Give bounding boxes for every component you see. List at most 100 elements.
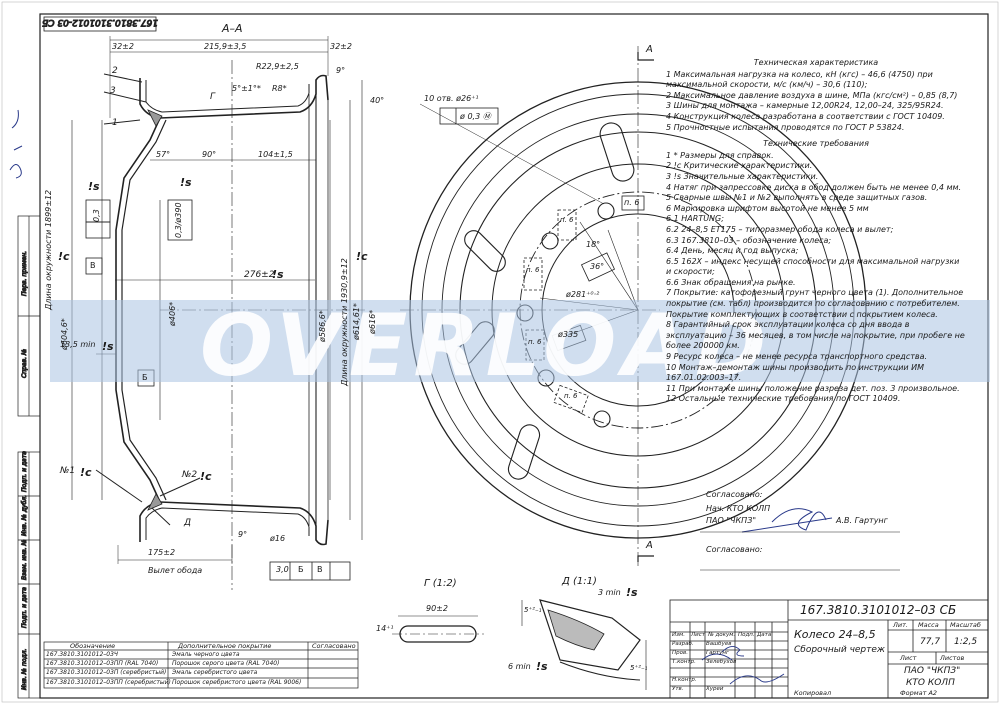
tech-char-5: 5 Прочностные испытания проводятся по ГО… <box>666 122 905 132</box>
frame-v: В <box>317 565 323 574</box>
tb-role-izm: Изм. <box>672 632 685 638</box>
tb-company-2: КТО КОЛП <box>906 678 955 688</box>
coat-h1: Обозначение <box>70 642 116 650</box>
dim-406: ø406* <box>168 301 177 326</box>
dim-40deg: 40° <box>370 96 385 105</box>
coat-h3: Согласовано <box>312 642 356 650</box>
tech-req-1: 1 * Размеры для справок. <box>666 150 774 160</box>
tech-char-4: 4 Конструкция колеса разработана в соотв… <box>666 111 945 121</box>
dim-9deg-top: 9° <box>336 66 346 75</box>
tech-req-6-3: 6.3 167.3810–03 – обозначение колеса; <box>666 235 832 245</box>
tech-char-3: 3 Шины для монтажа – камерные 12,00R24, … <box>666 101 944 111</box>
coat-r2-code: 167.3810.3101012–03ПП (RAL 7040) <box>46 660 159 667</box>
signature-utv <box>729 673 785 685</box>
dim-holes: 10 отв. ø26⁺¹ <box>424 94 479 103</box>
pos-1: 1 <box>112 118 118 128</box>
dim-5-a: 5⁺²₋₁ <box>524 606 542 614</box>
tech-req-8: 8 Гарантийный срок эксплуатации колеса с… <box>666 320 965 351</box>
signatures-block <box>701 646 745 661</box>
tech-req-10: 10 Монтаж–демонтаж шины производить по и… <box>666 362 925 383</box>
tb-sheets-h: Листов <box>940 654 965 662</box>
dim-3min: 3 min <box>598 588 621 597</box>
note-p6-b: п. 6 <box>560 216 574 224</box>
signature-approval <box>741 508 833 533</box>
mark-s-upper: !s <box>180 176 192 189</box>
tb-staff-prov: Пров. <box>672 650 688 656</box>
mark-s-276: !s <box>272 268 284 281</box>
watermark-text: OVERLOAD <box>200 296 773 396</box>
tech-req-5: 5 Сварные швы №1 и №2 выполнять в среде … <box>666 193 928 203</box>
dim-175: 175±2 <box>148 548 176 557</box>
dim-14: 14⁺¹ <box>376 624 394 633</box>
approval-label-1: Согласовано: <box>706 490 763 499</box>
side-stamp-column <box>17 215 41 699</box>
handwritten-mark <box>9 109 23 179</box>
coat-r3-code: 167.3810.3101012–03П (серебристый) <box>46 669 167 676</box>
title-block-grid <box>669 599 989 699</box>
tech-char-title: Техническая характеристика <box>753 58 879 67</box>
tech-req-6-5: 6.5 162Х – индекс несущей способности дл… <box>666 256 960 277</box>
tech-char-1: 1 Максимальная нагрузка на колесо, кН (к… <box>666 69 933 90</box>
tech-req-6: 6 Маркировка шрифтом высотой не менее 5 … <box>666 203 869 213</box>
watermark-band: OVERLOAD <box>50 296 990 396</box>
tb-surname-prov: Гартунг <box>706 650 729 656</box>
mark-s-6min: !s <box>536 660 548 673</box>
tb-mass-h: Масса <box>918 621 939 629</box>
note-p6-c: п. 6 <box>526 266 540 274</box>
dim-9deg-bottom: 9° <box>238 530 248 539</box>
mark-c-weld1: !c <box>80 466 92 479</box>
stamp-podp2: Подп. и дата <box>21 587 28 628</box>
cut-label-top: А <box>646 44 653 55</box>
dim-5-b: 5⁺²₋₁ <box>630 664 648 672</box>
stamp-podp1: Подп. и дата <box>21 451 28 492</box>
dim-36deg: 36° <box>590 262 605 271</box>
coat-h2: Дополнительное покрытие <box>178 642 272 650</box>
weld-1: №1 <box>60 466 76 476</box>
tb-mass: 77,7 <box>920 637 941 647</box>
dim-90deg: 90° <box>202 150 217 159</box>
tech-req-3: 3 !s Значительные характеристики. <box>666 171 819 181</box>
tech-req-6-6: 6.6 Знак обращения на рынке. <box>666 277 796 287</box>
stamp-perv: Перв. примен. <box>21 251 28 296</box>
approval-label-2: Согласовано: <box>706 545 763 554</box>
tb-role-podp: Подп. <box>738 632 755 638</box>
dim-32-left: 32±2 <box>112 42 134 51</box>
dim-circ-1899: Длина окружности 1899±12 <box>44 189 53 310</box>
tb-scale-h: Масштаб <box>950 621 981 629</box>
dim-90-2: 90±2 <box>426 604 448 613</box>
dim-vylet: Вылет обода <box>148 566 203 575</box>
tech-req-11: 11 При монтаже шины положение разреза де… <box>666 383 960 393</box>
coating-table-grid <box>43 641 359 689</box>
dim-215: 215,9±3,5 <box>204 42 247 51</box>
view-g-title: Г (1:2) <box>424 578 457 589</box>
frame-3-0: 3,0 <box>276 565 289 574</box>
dim-18deg: 18° <box>586 240 601 249</box>
datum-v: В <box>90 261 96 270</box>
approval-org-1: Нач. КТО КОЛП <box>706 504 771 513</box>
tb-surname-tkontr: Зелебухов <box>706 659 737 665</box>
dim-32-right: 32±2 <box>330 42 352 51</box>
dim-16: ø16 <box>270 534 286 543</box>
tb-code: 167.3810.3101012–03 СБ <box>800 603 957 617</box>
mark-s-3min: !s <box>626 586 638 599</box>
pos-3: 3 <box>110 86 116 96</box>
note-p6-a: п. 6 <box>624 198 640 207</box>
approval-org-2: ПАО "ЧКПЗ" <box>706 516 756 525</box>
tb-name-1: Колесо 24–8,5 <box>794 628 876 641</box>
tb-surname-utv: Хурей <box>706 686 724 692</box>
dim-276: 276±2 <box>244 270 275 280</box>
view-d-title: Д (1:1) <box>562 576 597 587</box>
tech-req-6-2: 6.2 24–8,5 ET175 – типоразмер обода коле… <box>666 224 894 234</box>
dim-57deg: 57° <box>156 150 171 159</box>
tech-req-7: 7 Покрытие: катофорезный грунт черного ц… <box>666 288 964 319</box>
dim-604: ø604,6* <box>60 318 69 350</box>
coat-r4-code: 167.3810.3101012–03ПП (серебристый) <box>46 679 171 686</box>
section-label: А–А <box>222 22 243 35</box>
tol-0-3-390: 0,3/ø390 <box>174 202 183 238</box>
tech-req-9: 9 Ресурс колеса – не менее ресурса транс… <box>666 352 928 362</box>
coat-r1-desc: Эмаль черного цвета <box>172 651 240 658</box>
tech-req-2: 2 !с Критические характеристики. <box>666 161 813 171</box>
mark-s-left: !s <box>88 180 100 193</box>
coat-r1-code: 167.3810.3101012–03Ч <box>46 651 119 658</box>
note-p6-d: п. 6 <box>528 338 542 346</box>
